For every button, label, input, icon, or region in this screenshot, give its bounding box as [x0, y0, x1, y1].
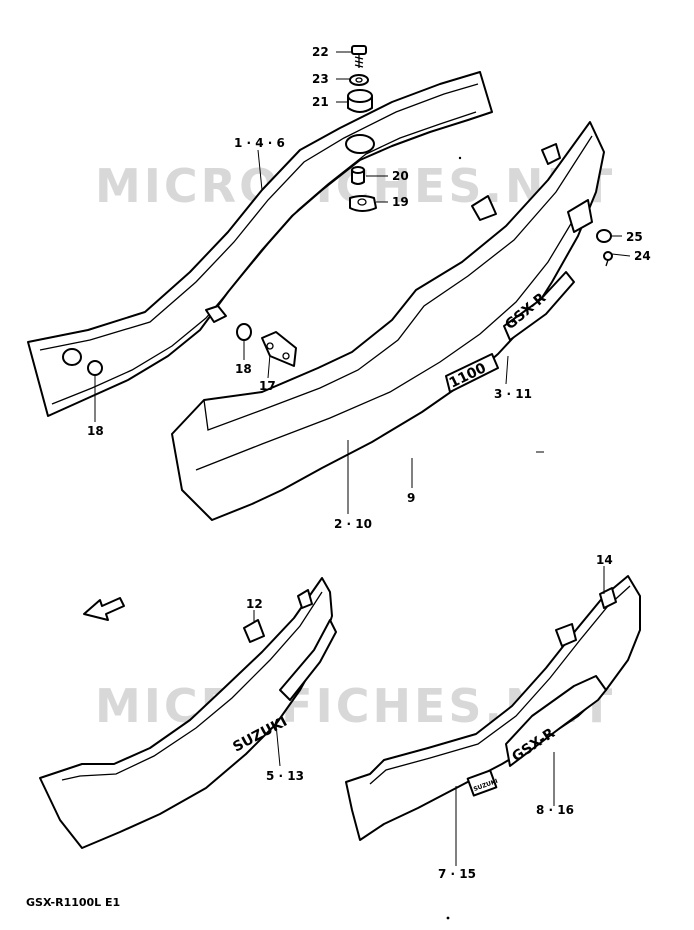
label-22: 22	[312, 45, 329, 59]
screw-24	[603, 251, 613, 267]
label-9: 9	[407, 491, 415, 505]
bolt-22	[351, 45, 367, 68]
label-5-13: 5 · 13	[266, 769, 304, 783]
label-1-4-6: 1 · 4 · 6	[234, 136, 285, 150]
clip-18-left	[236, 323, 252, 341]
label-14: 14	[596, 553, 613, 567]
label-23: 23	[312, 72, 329, 86]
label-18-left: 18	[87, 424, 104, 438]
front-arrow-icon	[83, 597, 125, 621]
frame-part	[27, 71, 493, 417]
part-labels: 22 23 21 1 · 4 · 6 20 19 25 24 18 17 18 …	[87, 45, 651, 881]
label-20: 20	[392, 169, 409, 183]
label-7-15: 7 · 15	[438, 867, 476, 881]
side-cover-right: GSX-R SUZUKI	[345, 575, 641, 841]
label-25: 25	[626, 230, 643, 244]
label-12: 12	[246, 597, 263, 611]
spacer-20	[351, 166, 365, 185]
cushion-21	[347, 89, 373, 113]
label-2-10: 2 · 10	[334, 517, 372, 531]
label-8-16: 8 · 16	[536, 803, 574, 817]
label-19: 19	[392, 195, 409, 209]
label-3-11: 3 · 11	[494, 387, 532, 401]
tail-cowl-top: 1100 GSX-R	[171, 121, 605, 521]
cushion-19	[349, 195, 377, 212]
washer-23	[349, 74, 369, 86]
label-17: 17	[259, 379, 276, 393]
nut-25	[596, 229, 612, 243]
label-24: 24	[634, 249, 651, 263]
bracket-17	[261, 331, 297, 367]
label-21: 21	[312, 95, 329, 109]
label-18-center: 18	[235, 362, 252, 376]
model-code: GSX-R1100L E1	[26, 896, 120, 909]
leader-lines	[94, 51, 631, 866]
